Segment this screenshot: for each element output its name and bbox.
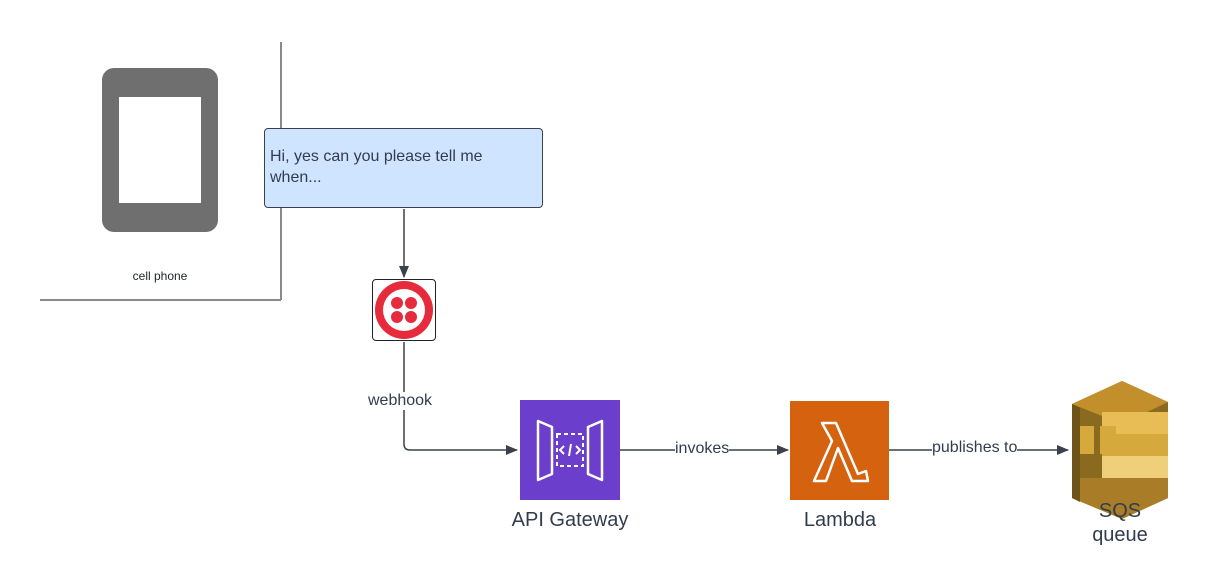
edge-label-webhook: webhook (368, 392, 433, 410)
connector-webhook (403, 342, 518, 455)
api-gateway-label: API Gateway (511, 509, 629, 531)
sqs-queue-icon (1072, 381, 1168, 519)
message-bubble: Hi, yes can you please tell me when... (264, 128, 543, 208)
mobile-phone-icon (102, 68, 218, 232)
lambda-label: Lambda (803, 509, 877, 531)
phone-label: cell phone (132, 269, 188, 283)
sqs-label: SQS queue (1092, 500, 1148, 546)
message-text: Hi, yes can you please tell me when... (270, 148, 483, 186)
twilio-logo-icon (375, 281, 433, 339)
twilio-node (372, 279, 436, 341)
edge-label-invokes: invokes (675, 440, 730, 458)
edge-label-publishes: publishes to (932, 439, 1018, 457)
api-gateway-icon (520, 400, 620, 500)
lambda-icon (790, 401, 889, 500)
